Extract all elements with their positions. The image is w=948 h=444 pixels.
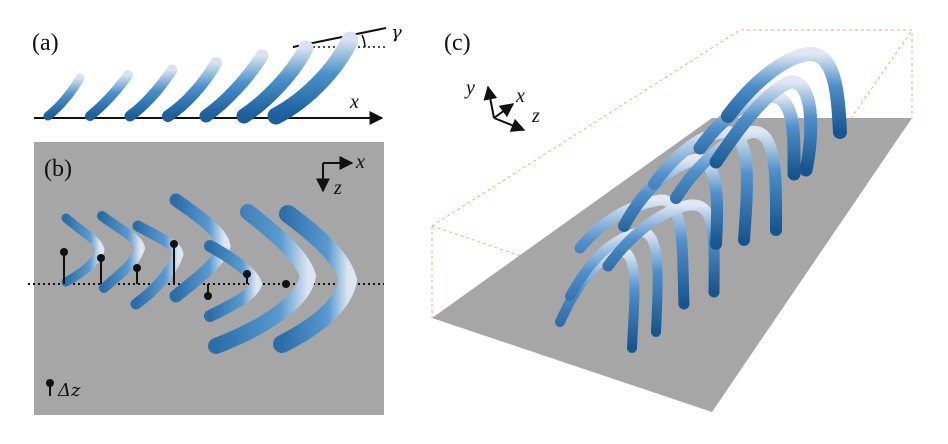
panel-c-z-arrow [493,117,526,132]
panel-c: (c) y x z [431,29,913,412]
panel-b-vortex [204,240,263,322]
displacement-pin [97,254,105,284]
panel-b-legend-label: Δz [57,380,81,401]
panel-a-vortex [267,31,359,125]
panel-b-legend: Δz [46,379,81,401]
panel-a-vortex [43,73,85,121]
panel-b-x-label: x [355,151,365,173]
panel-a-vortices [43,31,359,125]
panel-c-x-label: x [515,85,525,107]
panel-c-y-label: y [464,77,475,99]
displacement-pin [60,248,68,284]
panel-c-vortex [602,199,720,298]
panel-b-z-label: z [333,177,342,199]
panel-c-vortex [709,75,818,177]
panel-c-vortex [618,153,724,250]
displacement-pin [170,240,178,284]
panel-b-vortex [169,193,231,303]
panel-a-vortex [236,40,314,124]
panel-a-angle-symbol: γ [391,22,402,43]
panel-b-vortices [61,193,358,354]
panel-a-label: (a) [32,30,59,56]
panel-a-vortex [162,57,222,122]
panel-b-vortex [97,211,146,293]
displacement-pin [282,280,290,288]
displacement-pin [204,284,212,300]
panel-b-vortex [61,213,105,287]
panel-c-label: (c) [444,30,471,56]
displacement-pin [243,270,251,284]
panel-c-z-label: z [531,105,540,127]
panel-c-vortices [555,47,847,353]
panel-b-background [34,142,384,415]
panel-c-vortex [721,47,847,139]
panel-b: (b) x z [28,142,384,415]
panel-b-displacement-pins [60,240,290,300]
panel-c-vortex [670,126,783,236]
legend-pin-head [46,379,54,387]
panel-c-x-arrow [493,103,515,119]
panel-b-vortex [208,204,317,354]
displacement-pin [133,264,141,284]
panel-a-vortex [124,64,178,122]
panel-b-vortex [273,205,358,353]
panel-c-vortex [574,194,690,310]
panel-c-vortex [648,125,753,246]
panel-a: (a) x γ [32,22,402,125]
panel-b-vortex [130,220,184,310]
panel-c-axes: y x z [464,77,540,132]
panel-b-label: (b) [44,156,72,182]
panel-a-angle-arc [361,34,366,48]
panel-a-vortex [199,49,269,123]
panel-c-y-arrow [483,85,498,119]
panel-c-floor [432,118,912,412]
panel-a-x-label: x [349,91,359,113]
panel-a-vortex [85,70,133,121]
